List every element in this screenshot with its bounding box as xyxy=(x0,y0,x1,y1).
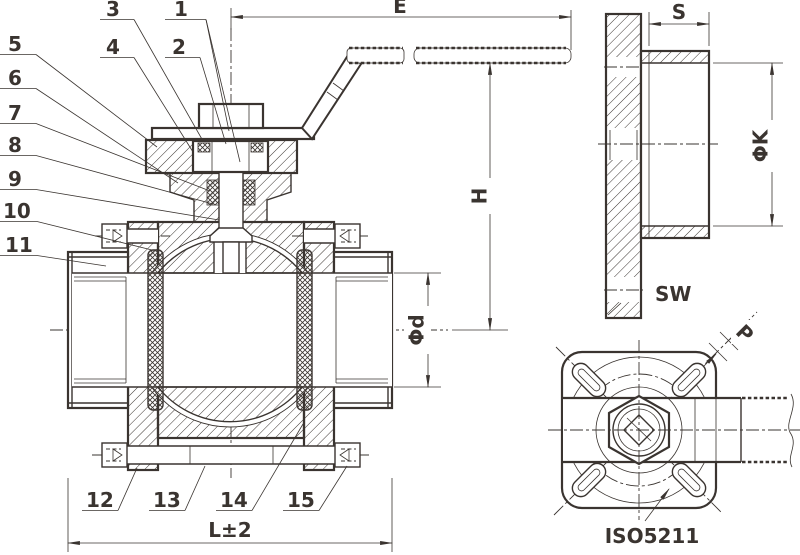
part-label-10: 10 xyxy=(3,199,31,223)
dim-S: S xyxy=(647,0,711,46)
main-view: E H Φd L±2 3 1 4 xyxy=(0,0,573,552)
dim-E: E xyxy=(229,0,573,50)
part-label-2: 2 xyxy=(172,35,186,59)
stem xyxy=(219,173,243,229)
stem-packing xyxy=(207,180,219,205)
pipe-threads xyxy=(74,276,388,384)
dim-P: P xyxy=(702,320,758,368)
body-bolts-top xyxy=(101,223,361,249)
part-label-7: 7 xyxy=(8,101,22,125)
flange-hub xyxy=(639,49,711,240)
part-label-9: 9 xyxy=(8,167,22,191)
pad-view: P ISO5211 xyxy=(548,311,800,548)
mounting-slots xyxy=(571,362,707,498)
flow-bore xyxy=(72,273,392,387)
dim-phi-d: Φd xyxy=(394,271,441,389)
dim-e-label: E xyxy=(393,0,407,18)
body-bolts-bottom xyxy=(101,442,361,468)
part-label-14: 14 xyxy=(220,488,248,512)
part-label-12: 12 xyxy=(86,488,114,512)
part-label-8: 8 xyxy=(8,133,22,157)
stem-collar xyxy=(209,227,253,243)
part-label-13: 13 xyxy=(153,488,181,512)
dim-s-label: S xyxy=(672,0,686,24)
part-label-11: 11 xyxy=(5,233,33,257)
break-line xyxy=(788,393,794,468)
part-label-5: 5 xyxy=(8,32,22,56)
dim-H: H xyxy=(452,61,508,332)
dim-phik-label: ΦK xyxy=(749,128,773,162)
part-label-3: 3 xyxy=(106,0,120,21)
handle-grip xyxy=(346,46,572,65)
part-label-6: 6 xyxy=(8,66,22,90)
side-view: S ΦK SW xyxy=(598,0,783,320)
dim-L: L±2 xyxy=(66,478,394,552)
iso5211-callout: ISO5211 xyxy=(605,488,700,548)
dim-phi-K: ΦK xyxy=(713,61,783,228)
part-label-1: 1 xyxy=(174,0,188,21)
dim-phid-label: Φd xyxy=(405,314,429,345)
dim-h-label: H xyxy=(468,188,492,205)
part-label-15: 15 xyxy=(287,488,315,512)
part-callouts: 3 1 4 2 5 6 7 8 9 10 11 12 13 xyxy=(0,0,348,512)
iso5211-label: ISO5211 xyxy=(605,524,700,548)
left-seat xyxy=(148,250,163,410)
right-seat xyxy=(297,250,312,410)
dim-l-label: L±2 xyxy=(208,518,251,542)
sw-label: SW xyxy=(655,282,691,306)
gland-nut xyxy=(191,139,270,174)
handle-top-view xyxy=(562,393,794,468)
part-label-4: 4 xyxy=(106,35,120,59)
